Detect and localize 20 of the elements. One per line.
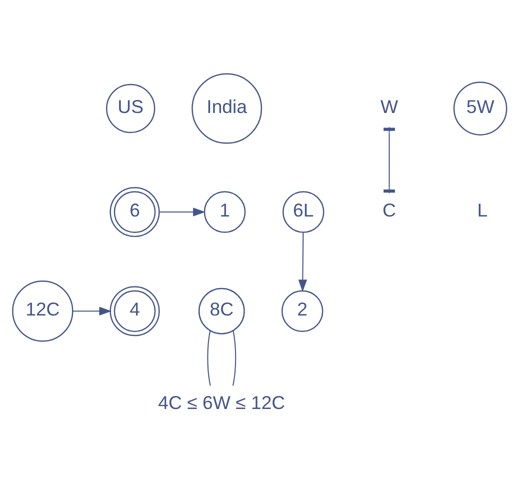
node-text: C [382, 200, 396, 221]
node-circle: 12C [12, 280, 74, 342]
node-circle: 8C [198, 288, 245, 334]
node-circle: 5W [453, 82, 508, 136]
node-text: 4C ≤ 6W ≤ 12C [158, 392, 286, 413]
node-circle: 6 [110, 186, 160, 238]
arrow [160, 208, 206, 216]
node-text: W [380, 96, 398, 118]
node-circle: 2 [281, 290, 324, 332]
label: L [477, 200, 488, 221]
node-circle: 1 [204, 191, 246, 233]
arrow [72, 306, 112, 316]
node-circle: 6L [282, 191, 324, 233]
node-circle: US [106, 84, 156, 134]
node-circle: India [192, 73, 262, 144]
connector [232, 330, 236, 386]
connector [384, 127, 395, 194]
node-circle: 4 [110, 286, 160, 336]
connector [207, 330, 211, 386]
arrow [298, 232, 308, 292]
